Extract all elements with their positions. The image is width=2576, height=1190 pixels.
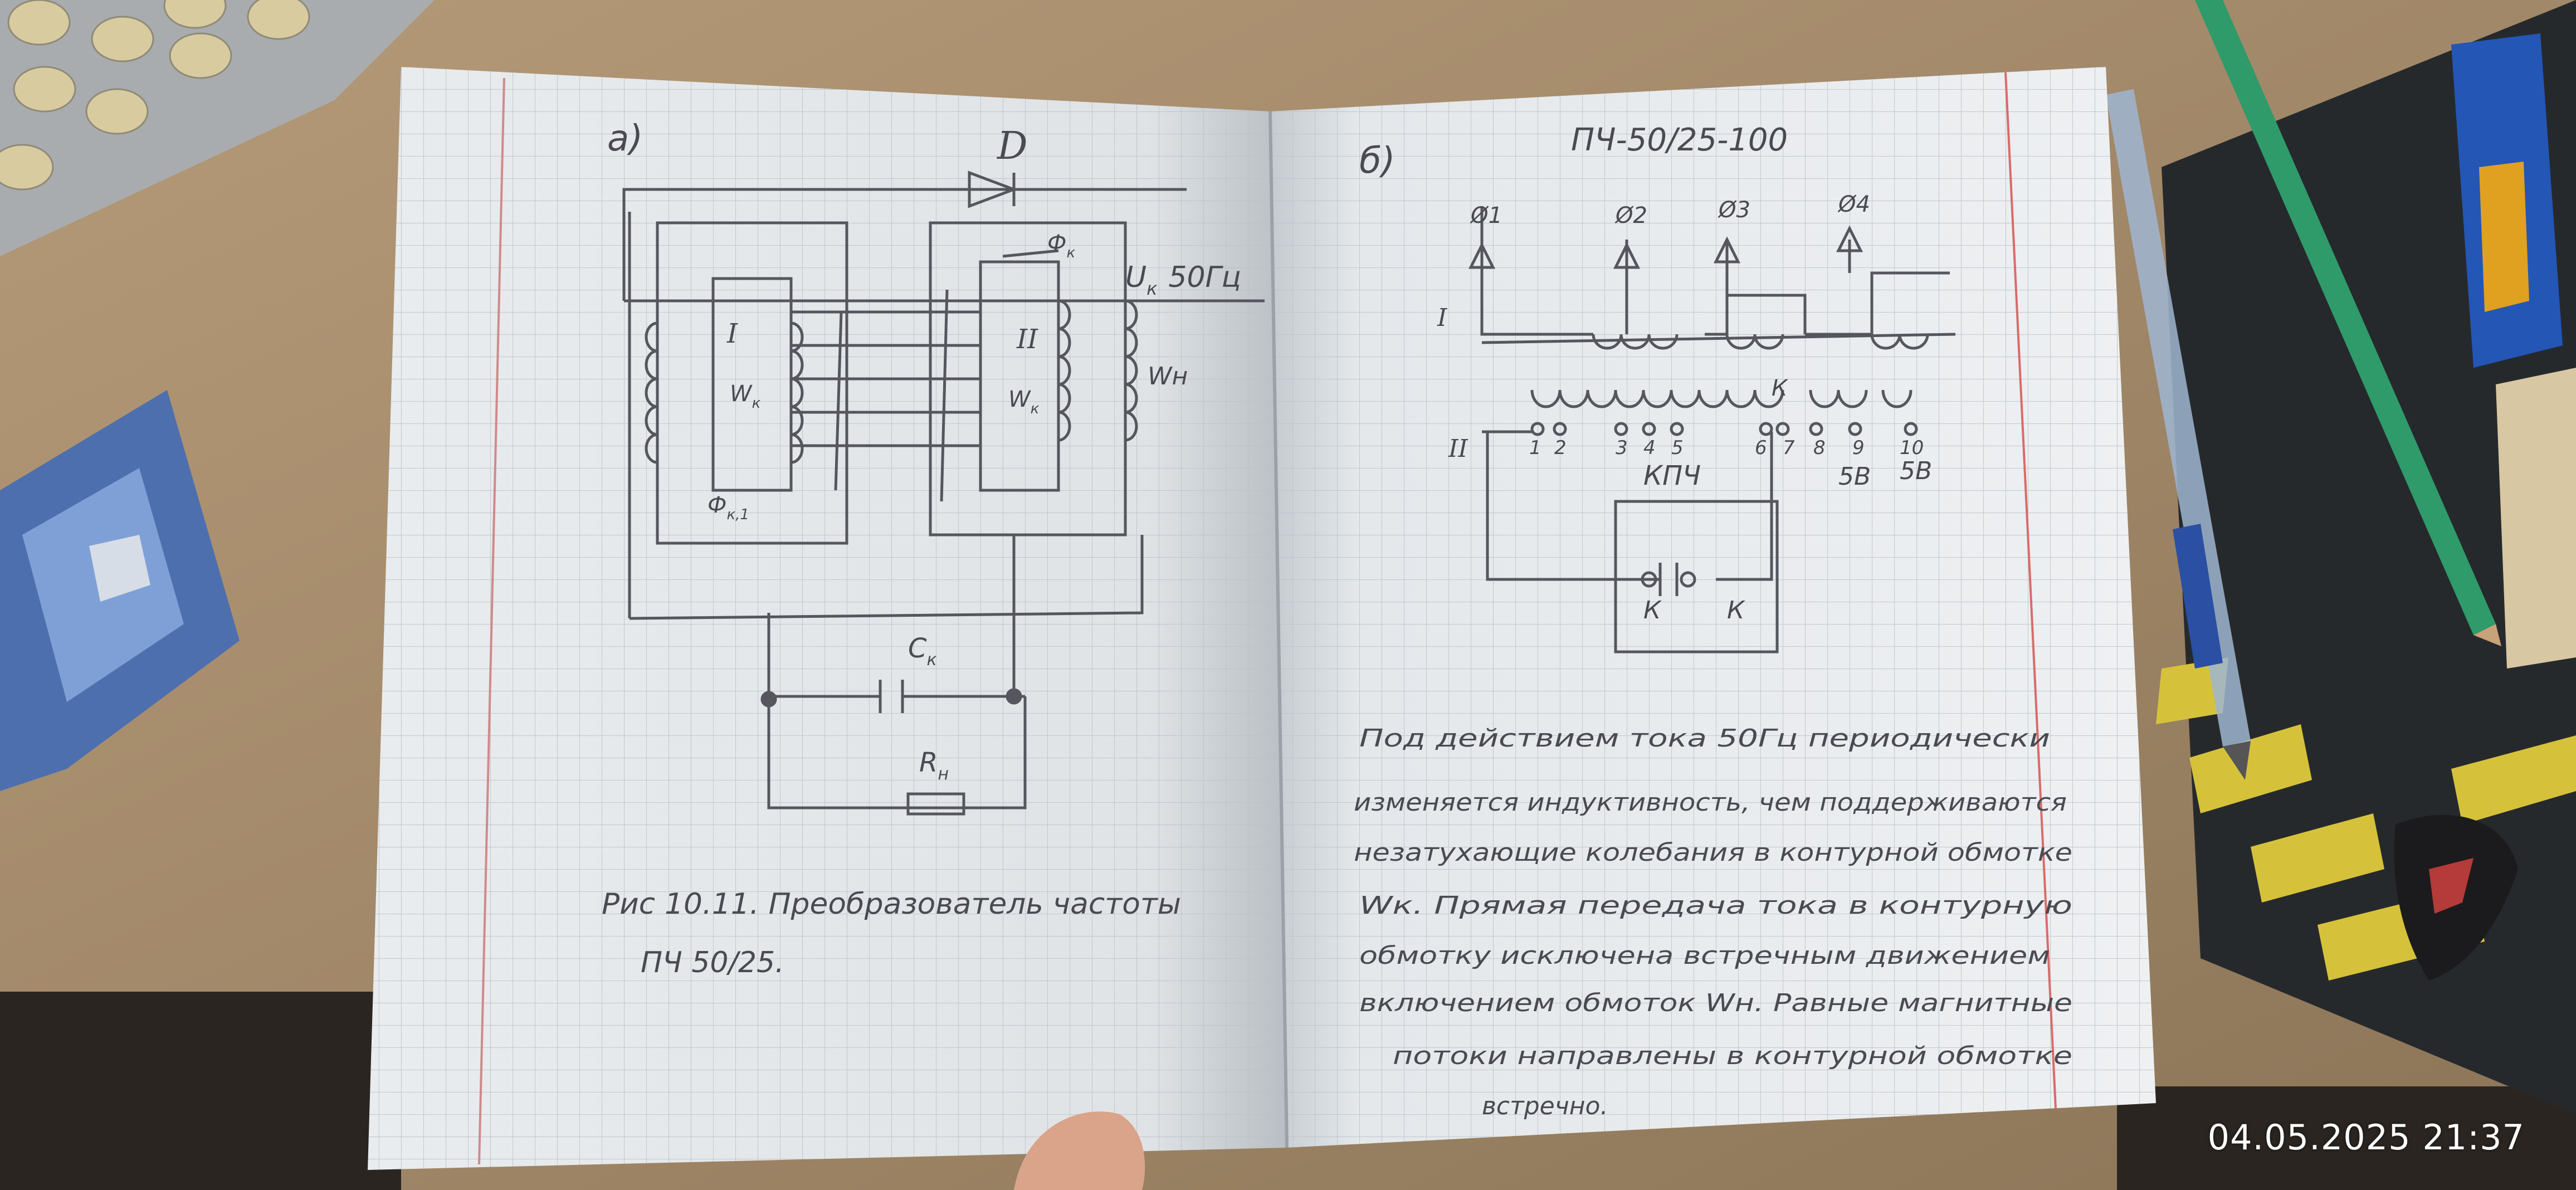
secondary-winding-label: II xyxy=(1448,435,1468,463)
tap-label: 10 xyxy=(1900,437,1924,459)
left-margin-line xyxy=(478,77,505,1165)
explanation-paragraph: Под действием тока 50Гц периодически изм… xyxy=(1354,724,2072,1120)
left-fig-label: а) xyxy=(607,118,643,159)
tap-label: 6 xyxy=(1755,437,1767,459)
voltage-label-1: 5В xyxy=(1838,462,1871,491)
primary-winding-label: I xyxy=(1437,304,1448,332)
caption-line1: Рис 10.11. Преобразователь частоты xyxy=(602,887,1181,921)
device-title: ПЧ-50/25-100 xyxy=(1571,122,1788,158)
finger xyxy=(1014,1111,1145,1190)
right-margin-line xyxy=(2004,72,2057,1109)
medicine-packet xyxy=(0,390,240,791)
phi-top-label: Фк xyxy=(1047,231,1075,261)
core1-label: I xyxy=(726,318,738,349)
k-top-label: К xyxy=(1772,375,1788,401)
desk-dark-bottom-right xyxy=(2117,1086,2576,1190)
contact-label-2: К xyxy=(1727,596,1745,625)
tap-label: 9 xyxy=(1852,437,1865,459)
spine xyxy=(1269,111,1289,1148)
paragraph-line: встречно. xyxy=(1482,1092,1608,1120)
paragraph-line: включением обмоток Wн. Равные магнитные xyxy=(1359,989,2072,1017)
tap-label: 5 xyxy=(1671,437,1684,459)
caption-line2: ПЧ 50/25. xyxy=(641,946,784,979)
w-left-label: Wк xyxy=(730,381,761,412)
photo-timestamp: 04.05.2025 21:37 xyxy=(2207,1117,2525,1158)
tap-label: 2 xyxy=(1554,437,1567,459)
paragraph-line: потоки направлены в контурной обмотке xyxy=(1393,1042,2072,1070)
w-right-label: Wн xyxy=(1148,362,1188,391)
phase-label-3: Ø3 xyxy=(1718,197,1750,223)
phase-label-4: Ø4 xyxy=(1837,192,1870,217)
tap-label: 4 xyxy=(1643,437,1656,459)
blue-pen xyxy=(2106,89,2251,780)
core2-label: II xyxy=(1016,324,1038,355)
desk-dark-bottom xyxy=(0,992,401,1190)
contact-label-1: К xyxy=(1643,596,1662,625)
tap-label: 7 xyxy=(1783,437,1795,459)
phi-bottom-label: Фк,1 xyxy=(708,492,749,523)
tap-label: 3 xyxy=(1616,437,1628,459)
phase-label-1: Ø1 xyxy=(1470,203,1502,228)
tap-labels: 1 2 3 4 5 6 7 8 9 10 xyxy=(1529,437,1924,459)
kpch-label: КПЧ xyxy=(1643,460,1701,491)
circuit-diagram-right xyxy=(1468,206,1956,653)
blister-pack xyxy=(0,0,435,256)
diode-label: D xyxy=(996,124,1028,168)
guitar-pick xyxy=(2394,815,2518,981)
resistor-label: Rн xyxy=(919,747,949,784)
voltage-label-2: 5В xyxy=(1900,457,1932,485)
paragraph-line: обмотку исключена встречным движением xyxy=(1359,942,2050,970)
green-pencil xyxy=(2195,0,2501,646)
circuit-diagram-left xyxy=(622,170,1265,816)
tap-label: 8 xyxy=(1813,437,1826,459)
paragraph-line: Под действием тока 50Гц периодически xyxy=(1359,724,2050,753)
w-mid-label: Wк xyxy=(1008,387,1040,417)
phase-label-2: Ø2 xyxy=(1614,203,1647,228)
tap-label: 1 xyxy=(1529,437,1541,459)
paragraph-line: незатухающие колебания в контурной обмот… xyxy=(1354,838,2072,867)
blue-tool xyxy=(2451,33,2576,669)
paragraph-line: Wк. Прямая передача тока в контурную xyxy=(1359,891,2072,920)
right-fig-label: б) xyxy=(1359,140,1395,182)
capacitor-label: Cк xyxy=(908,633,937,670)
paragraph-line: изменяется индуктивность, чем поддержива… xyxy=(1354,788,2067,817)
